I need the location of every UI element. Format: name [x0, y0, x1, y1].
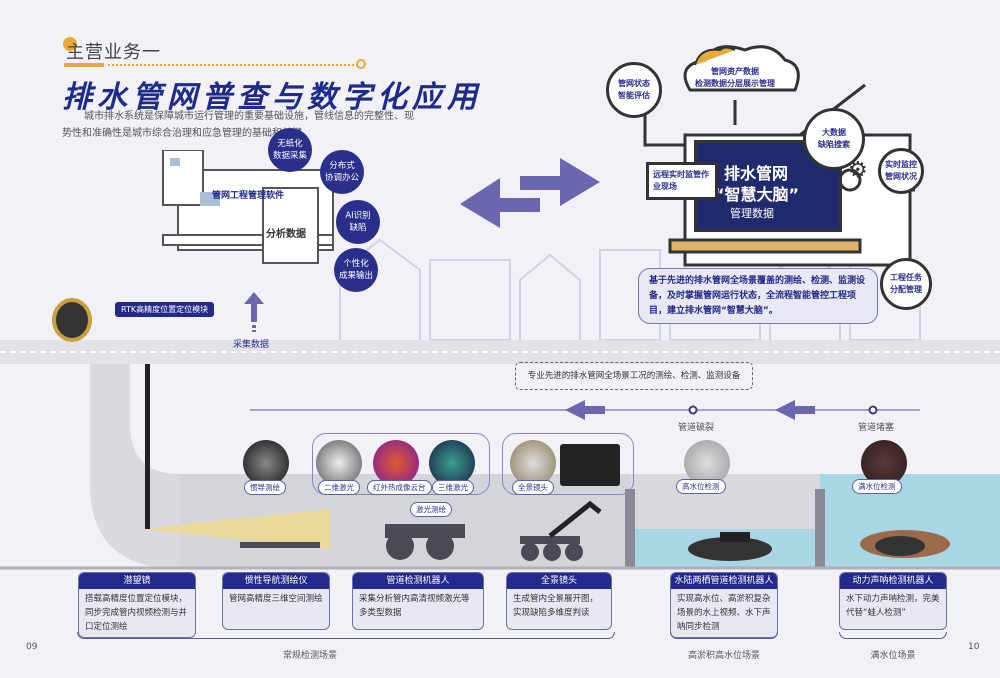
laser-3d-photo [429, 440, 475, 486]
feature-distributed: 分布式 协调办公 [320, 150, 364, 194]
device-name: 全景镜头 [507, 573, 611, 589]
device-desc: 搭载高精度位置定位模块，同步完成管内视频检测与井口定位测绘 [85, 594, 188, 632]
kicker-bar [64, 63, 104, 67]
cable-reel-icon [52, 298, 92, 342]
high-water-photo [684, 440, 730, 486]
tag-thermal: 红外热成像云台 [367, 480, 432, 495]
upload-label: 采集数据 [233, 340, 270, 350]
process-flow-line [250, 400, 920, 420]
tag-panorama: 全景镜头 [512, 480, 554, 495]
software-illustration [162, 150, 334, 264]
brain-title-line1: 排水管网 [724, 164, 789, 183]
tag-high-water: 高水位检测 [676, 479, 726, 494]
road-markings [0, 351, 1000, 353]
node-status-eval: 管网状态 智能评估 [606, 62, 662, 118]
panorama-group-frame [502, 433, 634, 495]
device-card-pipe-robot: 管道检测机器人 采集分析管内高清视频激光等多类型数据 [352, 572, 484, 630]
analysis-doc-label: 分析数据 [266, 229, 306, 240]
brain-title-line2: “智慧大脑” [714, 185, 800, 204]
tag-inertial: 惯导测绘 [244, 480, 286, 495]
software-label: 管网工程管理软件 [212, 191, 285, 201]
panorama-screen-photo [560, 444, 620, 486]
page-title: 排水管网普查与数字化应用 [62, 80, 482, 115]
tag-laser-2d: 二维激光 [318, 480, 360, 495]
device-card-periscope: 潜望镜 搭载高精度位置定位模块，同步完成管内视频检测与井口定位测绘 [78, 572, 196, 638]
rtk-module-label: RTK高精度位置定位模块 [115, 302, 215, 317]
page-number-right: 10 [968, 642, 980, 652]
device-name: 潜望镜 [79, 573, 195, 589]
thermal-photo [373, 440, 419, 486]
device-desc: 水下动力声呐检测，完美代替“蛙人检测” [846, 594, 940, 618]
scene-silt-high-water: 高淤积高水位场景 [687, 651, 760, 661]
device-card-panorama: 全景镜头 生成管内全景展开图，实现缺陷多维度判读 [506, 572, 612, 630]
feature-ai-defect: AI识别 缺陷 [336, 200, 380, 244]
remote-monitor-callout: 远程实时监管作业现场 [646, 162, 718, 200]
device-name: 水陆两栖管道检测机器人 [671, 573, 777, 589]
scene-regular: 常规检测场景 [282, 651, 337, 661]
tag-full-water: 满水位检测 [852, 479, 902, 494]
scene-brace-silt [670, 632, 778, 639]
device-card-inertial: 惯性导航测绘仪 管网高精度三维空间测绘 [222, 572, 330, 630]
fault-pipe-rupture: 管道破裂 [678, 423, 715, 433]
device-desc: 管网高精度三维空间测绘 [229, 594, 323, 604]
panorama-photo [510, 440, 556, 486]
node-task-dispatch: 工程任务 分配管理 [880, 258, 932, 310]
fault-pipe-blockage: 管道堵塞 [858, 423, 895, 433]
scene-brace-full-water [839, 632, 947, 639]
brain-description: 基于先进的排水管网全场景覆盖的测绘、检测、监测设备，及时掌握管网运行状态，全流程… [638, 268, 878, 324]
device-desc: 实现高水位、高淤积复杂场景的水上视频、水下声呐同步检测 [677, 594, 771, 632]
node-realtime-monitor: 实时监控 管网状况 [878, 148, 924, 194]
node-bigdata-search: 大数据 缺陷搜索 [803, 108, 865, 170]
page-number-left: 09 [26, 642, 38, 652]
device-name: 惯性导航测绘仪 [223, 573, 329, 589]
gear-icon: ⚙ [848, 158, 868, 183]
section-kicker: 主营业务一 [66, 42, 161, 63]
device-name: 动力声呐检测机器人 [840, 573, 946, 589]
feature-paperless: 无纸化 数据采集 [268, 128, 312, 172]
device-desc: 生成管内全景展开图，实现缺陷多维度判读 [513, 594, 599, 618]
node-asset-data: 管网资产数据 检测数据分层展示管理 [695, 67, 775, 88]
pipe-cross-section [0, 364, 1000, 574]
kicker-dot [63, 37, 77, 51]
inertial-photo [243, 440, 289, 486]
laser-2d-photo [316, 440, 362, 486]
device-name: 管道检测机器人 [353, 573, 483, 589]
feature-custom-output: 个性化 成果输出 [334, 248, 378, 292]
scene-full-water: 满水位场景 [870, 651, 916, 661]
device-card-amphibious: 水陆两栖管道检测机器人 实现高水位、高淤积复杂场景的水上视频、水下声呐同步检测 [670, 572, 778, 638]
kicker-divider [108, 64, 358, 66]
sync-double-arrow-icon [460, 158, 600, 228]
tag-laser-survey: 激光测绘 [410, 502, 452, 517]
full-water-photo [861, 440, 907, 486]
brain-subtitle: 管理数据 [730, 207, 774, 220]
upload-arrow-icon [244, 292, 264, 332]
scene-brace-regular [77, 632, 615, 639]
intro-text: 城市排水系统是保障城市运行管理的重要基础设施，管线信息的完整性、现势性和准确性是… [62, 111, 414, 139]
device-desc: 采集分析管内高清视频激光等多类型数据 [359, 594, 470, 618]
kicker-end-circle [356, 59, 366, 69]
tag-laser-3d: 三维激光 [432, 480, 474, 495]
equipment-banner: 专业先进的排水管网全场景工况的测绘、检测、监测设备 [515, 362, 753, 390]
device-card-sonar: 动力声呐检测机器人 水下动力声呐检测，完美代替“蛙人检测” [839, 572, 947, 630]
